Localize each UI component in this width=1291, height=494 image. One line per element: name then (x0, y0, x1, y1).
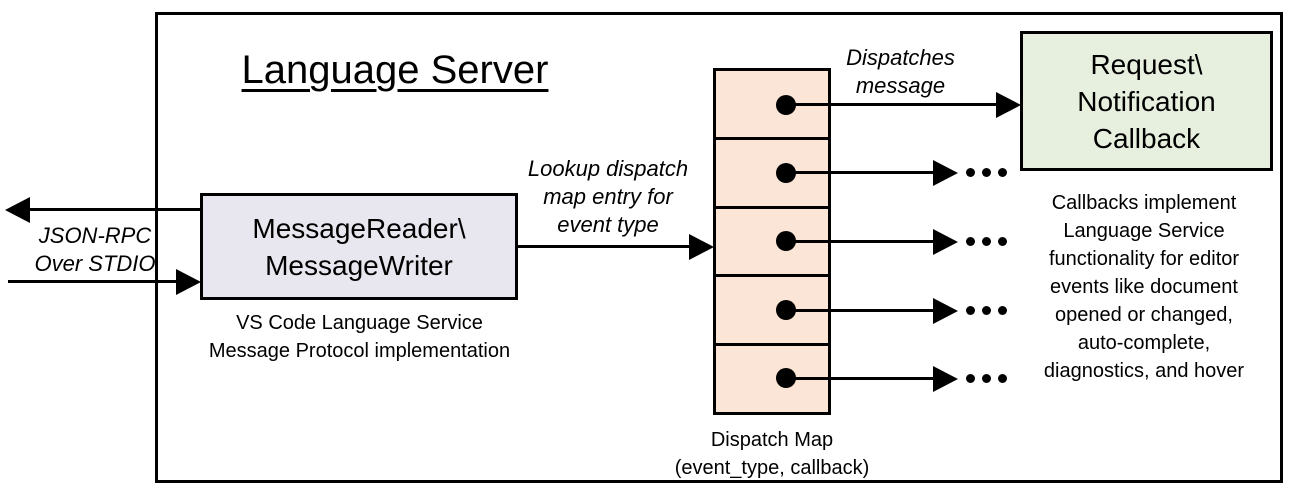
callback-arrow-line (786, 377, 933, 380)
dispatch-arrow-line (786, 103, 996, 106)
dispatch-map-cell (716, 71, 828, 140)
page-title: Language Server (241, 48, 549, 92)
dispatch-arrow-label: Dispatches message (846, 45, 955, 98)
callback-arrowhead-icon (933, 298, 958, 324)
stdio-output-arrowhead-icon (5, 197, 30, 223)
callback-arrowhead-icon (933, 366, 958, 392)
callback-arrowhead-icon (933, 160, 958, 186)
dispatch-arrowhead-icon (996, 92, 1021, 118)
lookup-arrow-label: Lookup dispatch map entry for event type (527, 156, 689, 237)
stdio-output-arrow-line (29, 208, 200, 211)
ellipsis-icon (966, 374, 1007, 383)
message-reader-writer-box: MessageReader\ MessageWriter (200, 193, 518, 300)
lookup-arrow-line (518, 245, 690, 248)
dispatch-map-caption: Dispatch Map (event_type, callback) (674, 429, 870, 479)
callback-arrowhead-icon (933, 229, 958, 255)
callback-note-text: Callbacks implement Language Service fun… (1043, 192, 1245, 382)
callback-arrow-line (786, 240, 933, 243)
lookup-arrowhead-icon (689, 234, 714, 260)
dispatch-map-table (713, 68, 831, 415)
dispatch-map-cell (716, 139, 828, 209)
request-notification-callback-box: Request\ Notification Callback (1020, 31, 1273, 171)
ellipsis-icon (966, 168, 1007, 177)
callback-arrow-line (786, 309, 933, 312)
stdio-input-arrowhead-icon (176, 269, 201, 295)
ellipsis-icon (966, 306, 1007, 315)
message-box-caption: VS Code Language Service Message Protoco… (208, 312, 511, 362)
ellipsis-icon (966, 237, 1007, 246)
callback-arrow-line (786, 171, 933, 174)
stdio-channel-label: JSON-RPC Over STDIO (34, 223, 156, 276)
stdio-input-arrow-line (8, 280, 176, 283)
